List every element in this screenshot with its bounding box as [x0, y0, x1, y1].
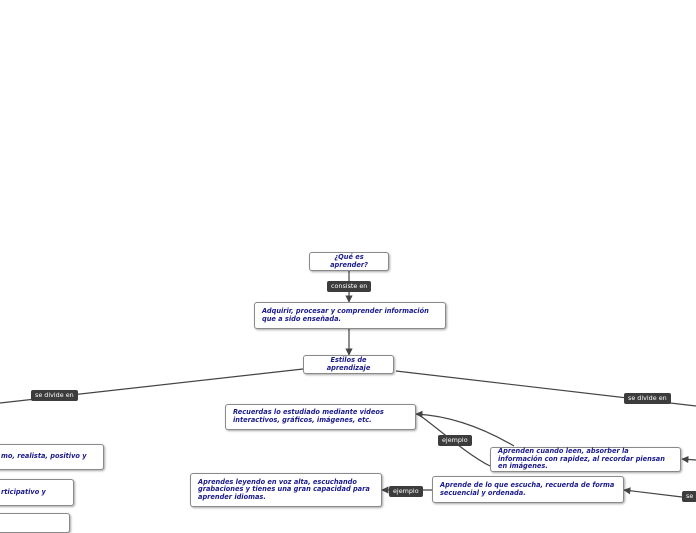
node-text: Aprenden cuando leen, absorber la inform…	[498, 447, 665, 471]
connector-visual	[681, 455, 696, 464]
node-text: Estilos de aprendizaje	[326, 355, 371, 372]
node-text: Adquirir, procesar y comprender informac…	[262, 306, 429, 323]
node-que-es-aprender[interactable]: ¿Qué es aprender?	[309, 252, 389, 271]
label-text: se	[686, 492, 694, 500]
label-text: se divide en	[628, 394, 667, 402]
node-left-3[interactable]	[0, 513, 70, 533]
node-auditivo[interactable]: Aprende de lo que escucha, recuerda de f…	[432, 476, 624, 503]
label-consiste-en[interactable]: consiste en	[327, 281, 372, 292]
label-ejemplo-auditivo[interactable]: ejemplo	[389, 486, 423, 497]
label-text: consiste en	[331, 282, 368, 290]
connector-visual-ejemplo	[415, 410, 515, 447]
node-text: Recuerdas lo estudiado mediante videos i…	[233, 408, 384, 424]
label-ejemplo-visual[interactable]: ejemplo	[438, 435, 472, 446]
node-estilos-de-aprendizaje[interactable]: Estilos de aprendizaje	[303, 355, 394, 374]
label-se-partial[interactable]: se	[682, 491, 696, 502]
mind-map-canvas: ¿Qué es aprender? consiste en Adquirir, …	[0, 252, 696, 533]
label-text: ejemplo	[393, 487, 419, 495]
connector-auditivo	[623, 487, 683, 498]
node-auditivo-ejemplo[interactable]: Aprendes leyendo en voz alta, escuchando…	[190, 473, 382, 507]
node-text: Aprende de lo que escucha, recuerda de f…	[440, 480, 615, 497]
label-text: ejemplo	[442, 436, 468, 444]
label-text: se divide en	[35, 391, 74, 399]
node-text: ¿Qué es aprender?	[330, 252, 368, 269]
node-text: rticipativo y	[1, 487, 46, 496]
node-visual[interactable]: Aprenden cuando leen, absorber la inform…	[490, 447, 681, 472]
node-left-2[interactable]: rticipativo y	[0, 479, 74, 506]
node-visual-ejemplo[interactable]: Recuerdas lo estudiado mediante videos i…	[225, 404, 416, 430]
label-se-divide-en-left[interactable]: se divide en	[31, 390, 78, 401]
label-se-divide-en-right[interactable]: se divide en	[624, 393, 671, 404]
node-text: mo, realista, positivo y	[1, 452, 87, 461]
node-adquirir[interactable]: Adquirir, procesar y comprender informac…	[254, 302, 446, 329]
node-left-1[interactable]: mo, realista, positivo y	[0, 444, 104, 470]
node-text: Aprendes leyendo en voz alta, escuchando…	[198, 477, 370, 501]
